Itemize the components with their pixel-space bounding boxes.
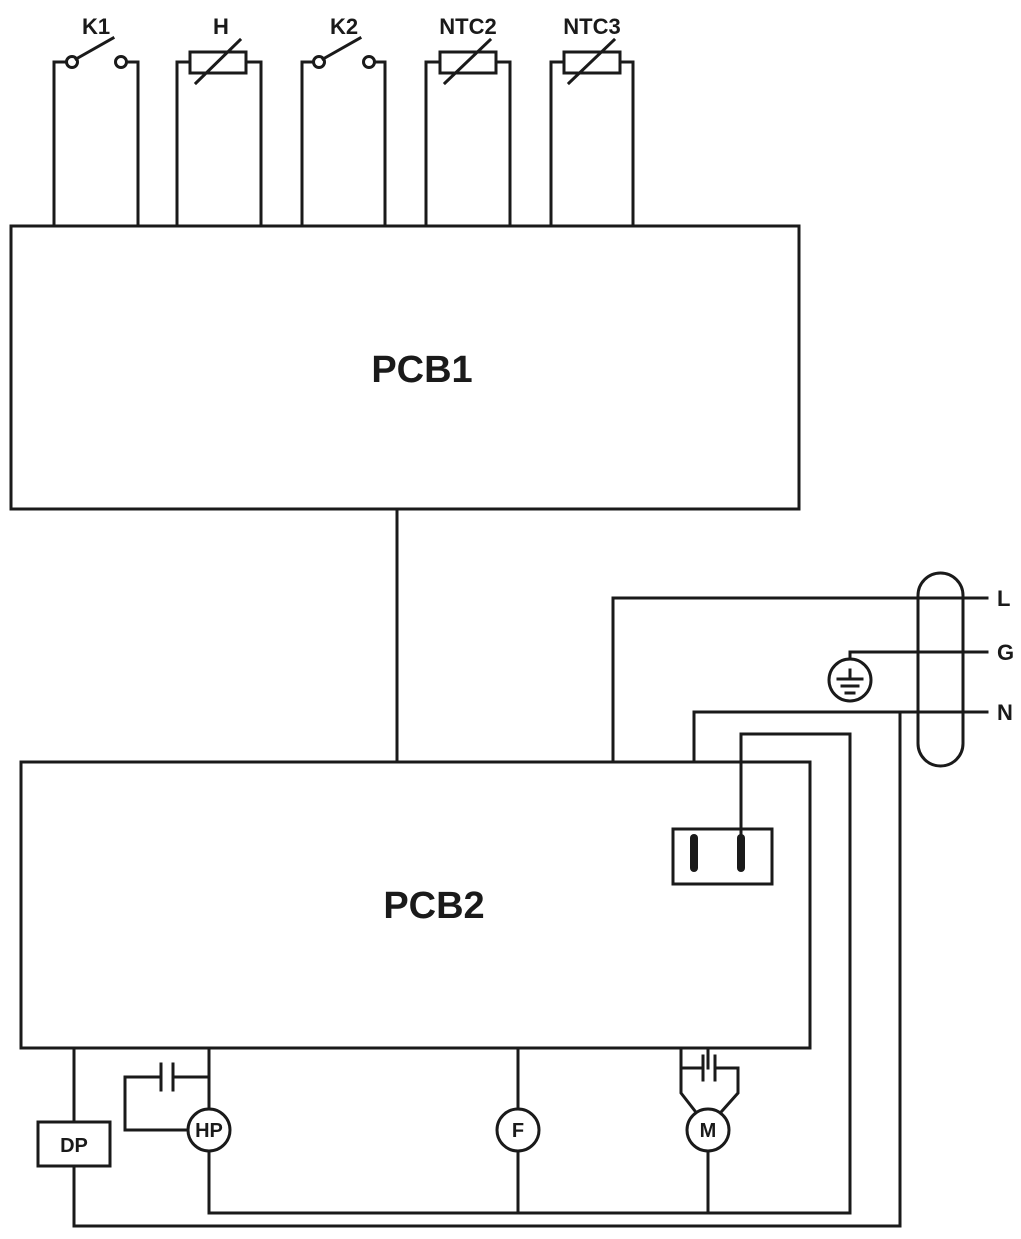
m-motor-icon: [685, 1107, 731, 1153]
h-heater: [175, 37, 263, 228]
pcb1-label: PCB1: [371, 349, 472, 391]
terminal-block: [671, 827, 774, 886]
hp-capacitor: [123, 1046, 211, 1215]
ntc2-thermistor: [424, 37, 512, 228]
bottom-outer-wire: [72, 710, 902, 1228]
k1-switch: [52, 35, 140, 228]
k2-switch: [300, 35, 387, 228]
live-wire: [611, 596, 989, 764]
f-label: F: [512, 1120, 524, 1142]
hp-label: HP: [195, 1120, 223, 1142]
k2-label: K2: [330, 14, 358, 39]
dp-label: DP: [60, 1135, 88, 1157]
ntc3-thermistor: [549, 37, 635, 228]
m-label: M: [700, 1120, 717, 1142]
k1-label: K1: [82, 14, 110, 39]
h-label: H: [213, 14, 229, 39]
ntc3-label: NTC3: [563, 14, 620, 39]
m-capacitor: [679, 1046, 740, 1215]
ground-icon: [827, 657, 873, 703]
g-label: G: [997, 640, 1014, 665]
return-wire: [207, 732, 852, 1215]
pcb2-board: [19, 760, 812, 1050]
pcb1-board: [9, 224, 801, 511]
mains-cable-sleeve: [916, 571, 965, 768]
dp-box: [36, 1120, 112, 1168]
n-label: N: [997, 700, 1013, 725]
pcb2-label: PCB2: [383, 885, 484, 927]
l-label: L: [997, 586, 1010, 611]
ntc2-label: NTC2: [439, 14, 496, 39]
hp-motor-icon: [186, 1107, 232, 1153]
f-fan-icon: [495, 1107, 541, 1153]
